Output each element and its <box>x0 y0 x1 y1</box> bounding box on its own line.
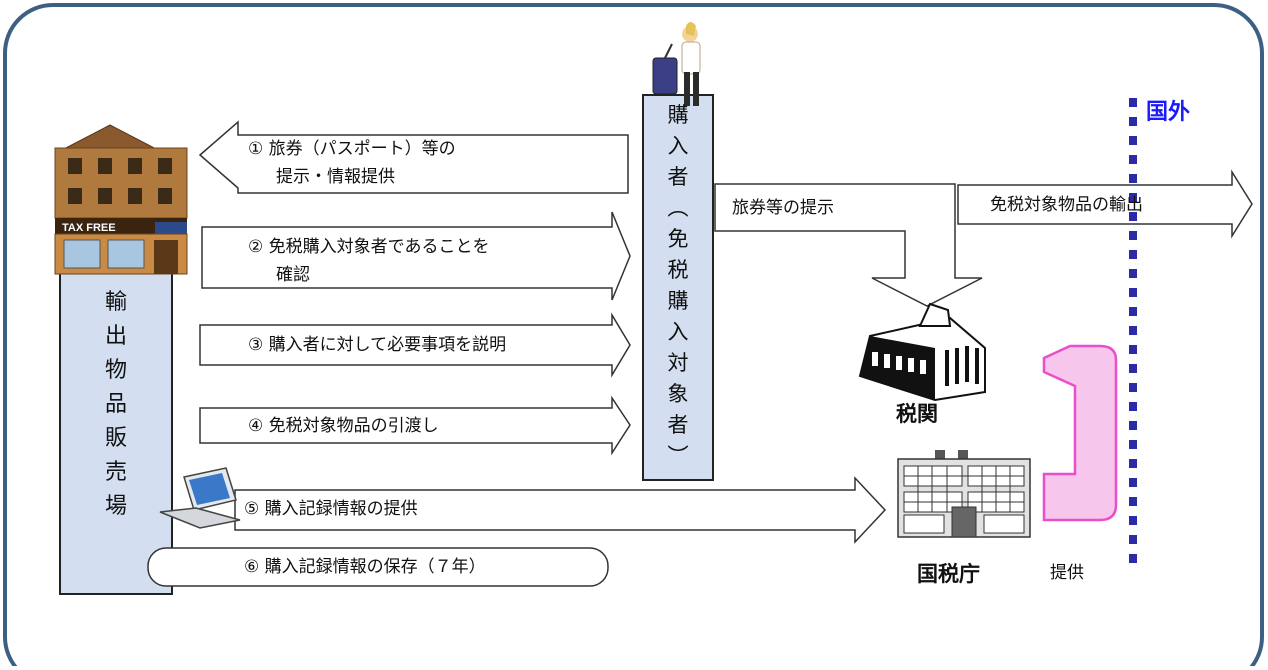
overseas-label: 国外 <box>1146 100 1191 125</box>
arrow-step-3 <box>199 312 631 378</box>
step-1-line1: ① 旅券（パスポート）等の <box>248 139 456 159</box>
tax-free-store-icon: TAX FREE <box>54 124 188 275</box>
box-step-6 <box>147 547 609 587</box>
customs-label: 税関 <box>896 402 938 426</box>
step-2-line2: 確認 <box>276 265 310 285</box>
customs-building-icon <box>858 302 986 402</box>
buyer-box <box>642 94 714 481</box>
step-6-text: ⑥ 購入記録情報の保存（７年） <box>244 557 486 577</box>
arrow-step-4 <box>199 395 631 456</box>
arrow-step-5 <box>234 476 887 544</box>
laptop-icon <box>159 467 241 529</box>
step-1-line2: 提示・情報提供 <box>276 167 395 187</box>
export-goods-text: 免税対象物品の輸出 <box>990 195 1143 215</box>
nta-label: 国税庁 <box>917 562 980 586</box>
step-5-text: ⑤ 購入記録情報の提供 <box>244 499 418 519</box>
arrow-step-1 <box>198 120 629 194</box>
nta-building-icon <box>897 450 1031 538</box>
arrow-export <box>957 169 1253 239</box>
provide-arrow <box>1042 344 1118 522</box>
provide-label: 提供 <box>1050 563 1084 583</box>
passport-present-text: 旅券等の提示 <box>732 198 834 218</box>
buyer-label: 購 入 者 ︵ 免 税 購 入 対 象 者 ︶ <box>667 103 689 468</box>
seller-box <box>59 259 173 595</box>
traveler-icon <box>652 22 701 106</box>
step-4-text: ④ 免税対象物品の引渡し <box>248 416 439 436</box>
arrow-step-2 <box>201 211 631 301</box>
step-3-text: ③ 購入者に対して必要事項を説明 <box>248 335 507 355</box>
arrow-passport-present <box>714 183 983 307</box>
step-2-line1: ② 免税購入対象者であることを <box>248 237 490 257</box>
tax-free-sign: TAX FREE <box>62 222 116 234</box>
seller-label: 輸 出 物 品 販 売 場 <box>104 290 127 519</box>
